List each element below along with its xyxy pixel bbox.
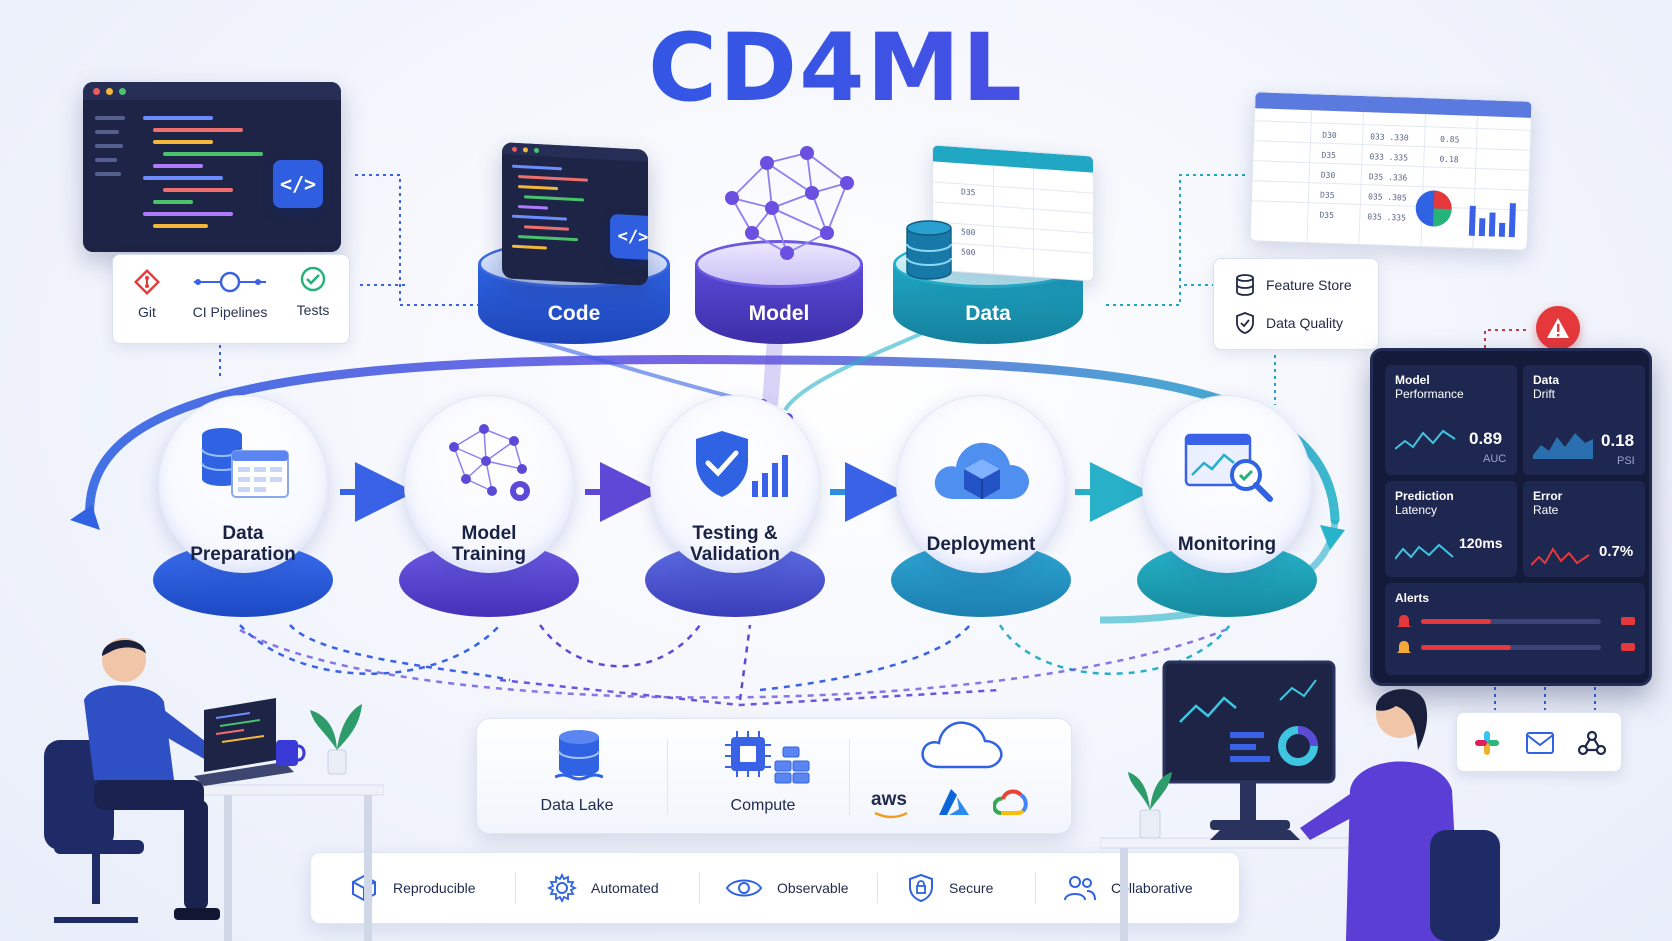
infra-data-lake[interactable]: Data Lake	[517, 723, 637, 823]
neural-network-icon	[725, 146, 854, 260]
data-quality-item[interactable]: Data Quality	[1234, 311, 1343, 335]
stage-monitoring-label: Monitoring	[1177, 534, 1277, 555]
data-table-preview: D30 033 .330 0.85 D35 033 .335 0.18 D30 …	[1249, 91, 1533, 251]
email-icon[interactable]	[1525, 731, 1555, 755]
neural-network-gear-icon	[449, 424, 530, 501]
stage-testing-validation[interactable]: Testing &Validation	[640, 395, 830, 635]
dashboard-magnifier-icon	[1184, 433, 1273, 502]
alerts-list[interactable]: Alerts	[1385, 583, 1645, 675]
bar-chart-icon	[1468, 203, 1516, 238]
stage-testing-validation-label: Testing &Validation	[690, 523, 780, 565]
azure-logo-icon	[939, 789, 969, 815]
slack-icon[interactable]	[1473, 729, 1501, 757]
alert-warning-icon[interactable]	[1536, 306, 1580, 350]
users-icon	[1064, 876, 1096, 901]
data-ops-card: Feature Store Data Quality	[1213, 258, 1379, 350]
stage-deployment-label: Deployment	[926, 534, 1036, 555]
sparkline	[1395, 429, 1456, 450]
loop-arrow-right	[1320, 525, 1345, 550]
code-icon: </>	[610, 213, 648, 261]
pie-chart-icon	[1415, 190, 1452, 227]
feedback-4	[738, 624, 752, 701]
sparkline	[1395, 543, 1454, 560]
principle-automated[interactable]: Automated	[547, 853, 659, 923]
dev-tools-card: Git CI Pipelines Tests	[112, 254, 350, 344]
aws-logo: aws	[871, 789, 907, 810]
model-stream	[762, 339, 783, 406]
shield-check-chart-icon	[696, 431, 788, 497]
editor-to-code	[355, 174, 480, 306]
notification-channels	[1456, 712, 1622, 772]
cloud-cube-icon	[934, 442, 1030, 499]
principle-secure[interactable]: Secure	[907, 853, 993, 923]
webhook-icon[interactable]	[1577, 729, 1607, 757]
bell-icon	[1397, 615, 1411, 627]
cpu-chip-icon	[725, 731, 810, 784]
feature-store-item[interactable]: Feature Store	[1234, 273, 1352, 297]
git-icon	[133, 268, 161, 296]
principle-observable[interactable]: Observable	[725, 853, 849, 923]
cloud-outline-icon	[921, 721, 1003, 769]
check-circle-icon	[300, 266, 326, 292]
eye-icon	[725, 879, 763, 897]
code-editor-window: </>	[83, 82, 341, 252]
code-icon: </>	[273, 160, 323, 208]
infrastructure-platform: Data Lake Compute aws	[476, 718, 1072, 834]
source-model-label: Model	[748, 302, 810, 325]
alert-connector	[1484, 329, 1530, 355]
shield-check-icon	[1236, 312, 1254, 334]
pipeline-icon	[194, 271, 266, 293]
page-title: CD4ML	[0, 14, 1672, 123]
feedback-5	[759, 624, 971, 692]
stage-monitoring[interactable]: Monitoring	[1132, 395, 1322, 635]
source-code-label: Code	[547, 302, 601, 325]
gear-icon	[547, 873, 577, 903]
infra-compute[interactable]: Compute	[693, 723, 833, 823]
dev-tool-git[interactable]: Git	[127, 268, 167, 320]
data-lake-icon	[555, 730, 603, 781]
data-stream	[783, 328, 931, 412]
area-sparkline	[1533, 433, 1593, 459]
stage-deployment[interactable]: Deployment	[886, 395, 1076, 635]
dev-tool-ci-pipelines[interactable]: CI Pipelines	[185, 269, 275, 320]
analyst-illustration	[1100, 660, 1501, 941]
bell-icon	[1397, 641, 1411, 653]
developer-illustration	[44, 638, 384, 941]
source-data-table: D35 500 500	[932, 144, 1094, 282]
gcp-logo-icon	[993, 789, 1028, 815]
source-code-editor: </>	[502, 142, 648, 286]
feedback-3	[538, 624, 702, 668]
infra-cloud-providers[interactable]: aws	[867, 721, 1057, 823]
feedback-2	[289, 624, 511, 682]
feedback-to-infra	[499, 678, 1001, 707]
table-to-data	[1105, 174, 1245, 306]
database-icon	[906, 220, 952, 280]
source-model-pedestal[interactable]: Model	[695, 240, 863, 350]
database-table-icon	[201, 428, 289, 498]
shield-lock-icon	[909, 873, 933, 903]
principle-collaborative[interactable]: Collaborative	[1063, 853, 1193, 923]
loop-arrow-left	[70, 505, 100, 530]
dev-tool-tests[interactable]: Tests	[283, 265, 343, 318]
error-sparkline	[1531, 547, 1590, 566]
aws-smile-icon	[874, 811, 908, 819]
database-icon	[1236, 274, 1254, 296]
feedback-7	[239, 628, 1226, 699]
source-data-label: Data	[965, 302, 1011, 325]
